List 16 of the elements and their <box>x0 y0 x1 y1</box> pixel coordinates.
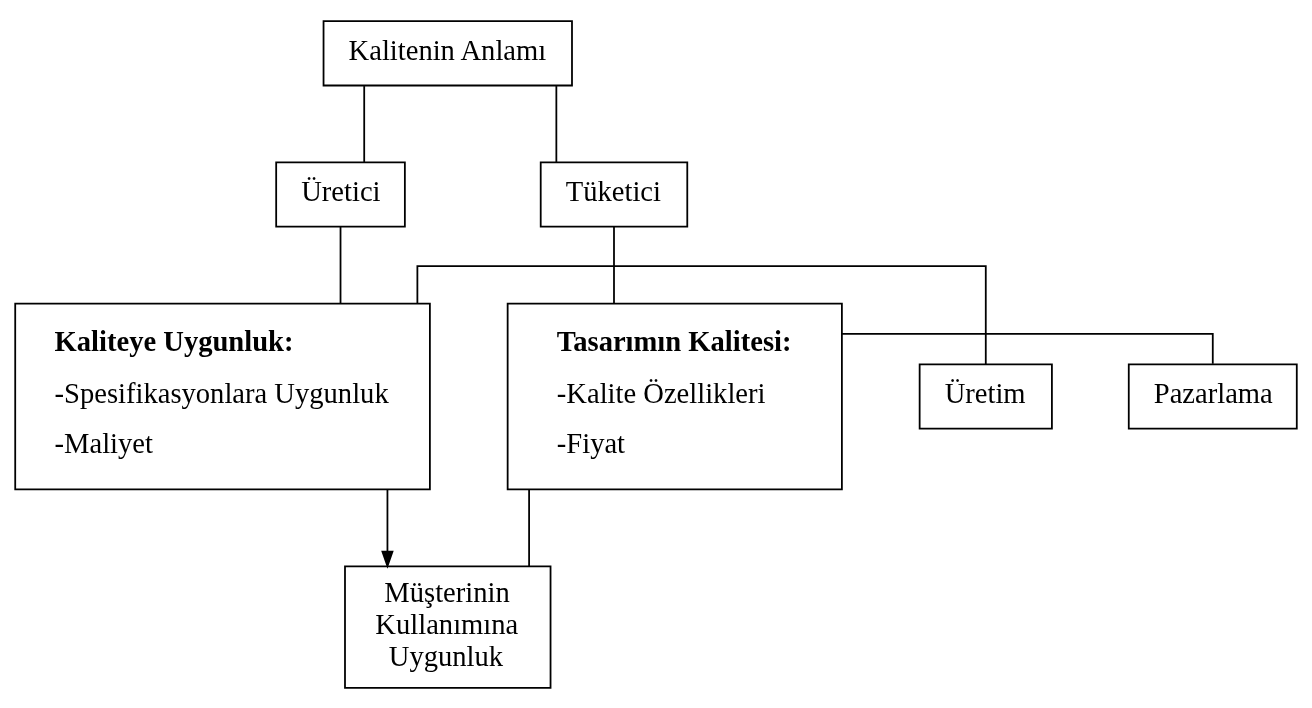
node-box: Kalitenin Anlamı <box>322 19 573 86</box>
connector <box>528 488 530 567</box>
node-box: Üretici <box>275 160 406 228</box>
node-box: Müşterinin Kullanımına Uygunluk <box>344 564 552 689</box>
connector <box>339 225 342 304</box>
arrow <box>381 488 394 569</box>
connector <box>613 225 615 304</box>
connector <box>363 84 366 163</box>
connector <box>841 332 1214 365</box>
node-box: Tüketici <box>539 160 689 228</box>
node-box: Üretim <box>918 362 1053 430</box>
node-box: Pazarlama <box>1127 362 1298 430</box>
node-box: Tasarımın Kalitesi: -Kalite Özellikleri -Fiyat <box>506 302 843 490</box>
connector <box>555 84 558 163</box>
node-box: Kaliteye Uygunluk: -Spesifikasyonlara Uygunluk -Maliyet <box>14 302 431 490</box>
connector <box>416 264 987 365</box>
